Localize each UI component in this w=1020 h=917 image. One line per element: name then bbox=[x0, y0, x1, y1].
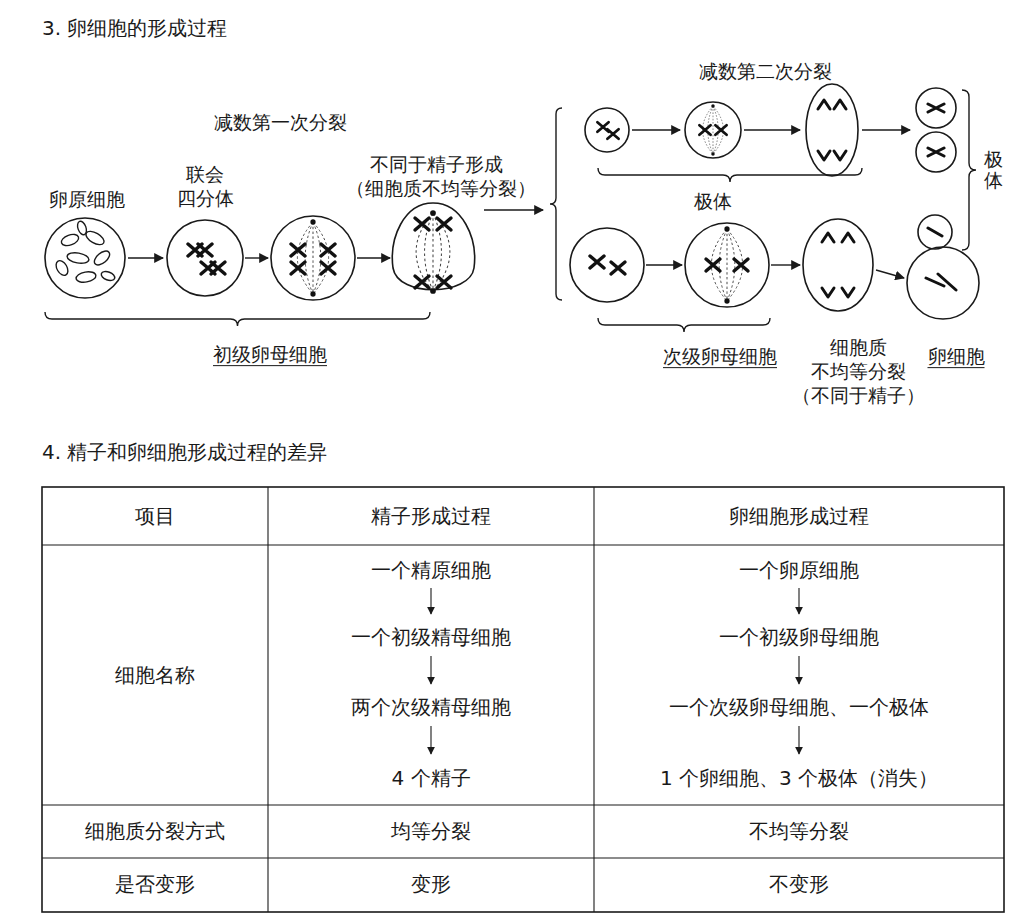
bracket bbox=[962, 90, 976, 250]
table-cell: 细胞质分裂方式 bbox=[85, 819, 225, 844]
bracket bbox=[598, 318, 770, 332]
table-cell: 不均等分裂 bbox=[749, 819, 849, 844]
table-cell: 项目 bbox=[135, 504, 175, 529]
table-cell: 变形 bbox=[411, 872, 451, 897]
section-title: 3. 卵细胞的形成过程 bbox=[42, 16, 227, 41]
bracket bbox=[45, 312, 430, 326]
table-cell: 4 个精子 bbox=[391, 766, 470, 791]
table-cell: 卵细胞形成过程 bbox=[729, 504, 869, 529]
section-title: 4. 精子和卵细胞形成过程的差异 bbox=[42, 440, 327, 465]
table-cell: 一个精原细胞 bbox=[371, 558, 491, 583]
table-cell: 一个卵原细胞 bbox=[739, 558, 859, 583]
cell-name: 极体 bbox=[694, 190, 732, 214]
cell-name: 次级卵母细胞 bbox=[663, 345, 777, 369]
note: 细胞质 不均等分裂 （不同于精子） bbox=[788, 336, 929, 407]
cell-name: 卵细胞 bbox=[928, 345, 985, 369]
cell-name: 极体 bbox=[984, 149, 1003, 191]
table-cell: 不变形 bbox=[769, 872, 829, 897]
stage-label: 减数第一次分裂 bbox=[214, 111, 347, 135]
table-cell: 两个次级精母细胞 bbox=[351, 695, 511, 720]
note: 不同于精子形成 （细胞质不均等分裂） bbox=[346, 153, 528, 201]
cell-name: 卵原细胞 bbox=[49, 188, 125, 212]
bracket bbox=[598, 168, 862, 182]
stage-label: 联会 四分体 bbox=[173, 163, 238, 211]
table-cell: 是否变形 bbox=[115, 872, 195, 897]
table-cell: 1 个卵细胞、3 个极体（消失） bbox=[660, 766, 938, 791]
table-cell: 一个次级卵母细胞、一个极体 bbox=[669, 695, 929, 720]
stage-label: 减数第二次分裂 bbox=[699, 60, 832, 84]
table-cell: 细胞名称 bbox=[115, 663, 195, 688]
table-cell: 均等分裂 bbox=[391, 819, 471, 844]
table-cell: 一个初级精母细胞 bbox=[351, 625, 511, 650]
table-cell: 精子形成过程 bbox=[371, 504, 491, 529]
bracket bbox=[550, 108, 562, 300]
cell-name: 初级卵母细胞 bbox=[213, 343, 327, 367]
table-cell: 一个初级卵母细胞 bbox=[719, 625, 879, 650]
